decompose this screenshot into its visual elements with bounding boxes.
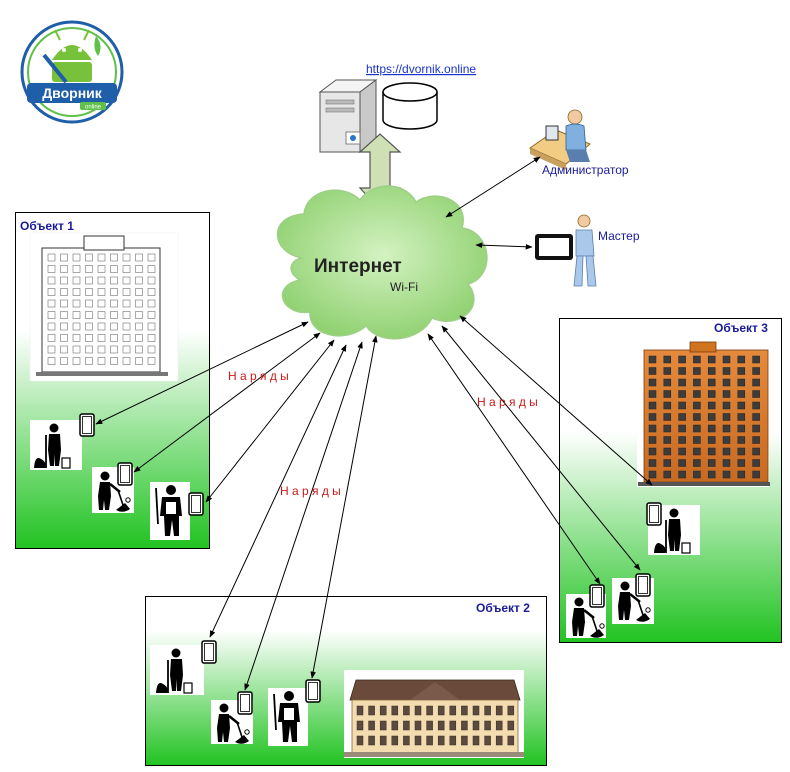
worker-bucket-icon bbox=[150, 645, 204, 695]
worker-apron-icon bbox=[268, 688, 308, 746]
orders-label: Н а р я д ы bbox=[477, 395, 538, 409]
orders-label: Н а р я д ы bbox=[228, 369, 289, 383]
worker-tablet-icon bbox=[589, 584, 605, 608]
worker-tablet-icon bbox=[79, 413, 95, 437]
worker-tablet-icon bbox=[635, 573, 651, 597]
object-3-title: Объект 3 bbox=[714, 321, 768, 335]
dvornik-logo: Дворник online bbox=[20, 20, 124, 124]
object-3-building-image bbox=[637, 341, 770, 487]
internet-cloud bbox=[276, 185, 488, 340]
server-icon bbox=[318, 79, 378, 153]
worker-tablet-icon bbox=[646, 502, 662, 526]
worker-tablet-icon bbox=[237, 691, 253, 715]
worker-tablet-icon bbox=[188, 492, 204, 516]
wifi-label: Wi-Fi bbox=[390, 280, 418, 294]
worker-bucket-icon bbox=[30, 420, 82, 470]
logo-subtext: online bbox=[85, 105, 102, 111]
master-connection-arrow bbox=[475, 242, 533, 250]
object-2-title: Объект 2 bbox=[476, 601, 530, 615]
orders-label: Н а р я д ы bbox=[280, 484, 341, 498]
worker-tablet-icon bbox=[305, 679, 321, 703]
master-tablet-icon bbox=[535, 234, 573, 260]
worker-tablet-icon bbox=[117, 462, 133, 486]
worker-apron-icon bbox=[150, 482, 190, 540]
internet-label: Интернет bbox=[314, 256, 402, 277]
admin-connection-arrow bbox=[445, 156, 541, 218]
site-url-link[interactable]: https://dvornik.online bbox=[366, 62, 476, 76]
administrator-label: Администратор bbox=[542, 163, 629, 177]
object-2-building-image bbox=[344, 670, 524, 758]
logo-text: Дворник bbox=[42, 85, 103, 101]
worker-tablet-icon bbox=[201, 640, 217, 664]
master-label: Мастер bbox=[598, 229, 640, 243]
object-1-building-image bbox=[29, 232, 179, 382]
database-icon bbox=[382, 82, 438, 130]
order-arrows bbox=[95, 315, 653, 691]
object-1-title: Объект 1 bbox=[20, 219, 74, 233]
administrator-icon bbox=[528, 109, 591, 170]
master-person-icon bbox=[573, 214, 597, 287]
